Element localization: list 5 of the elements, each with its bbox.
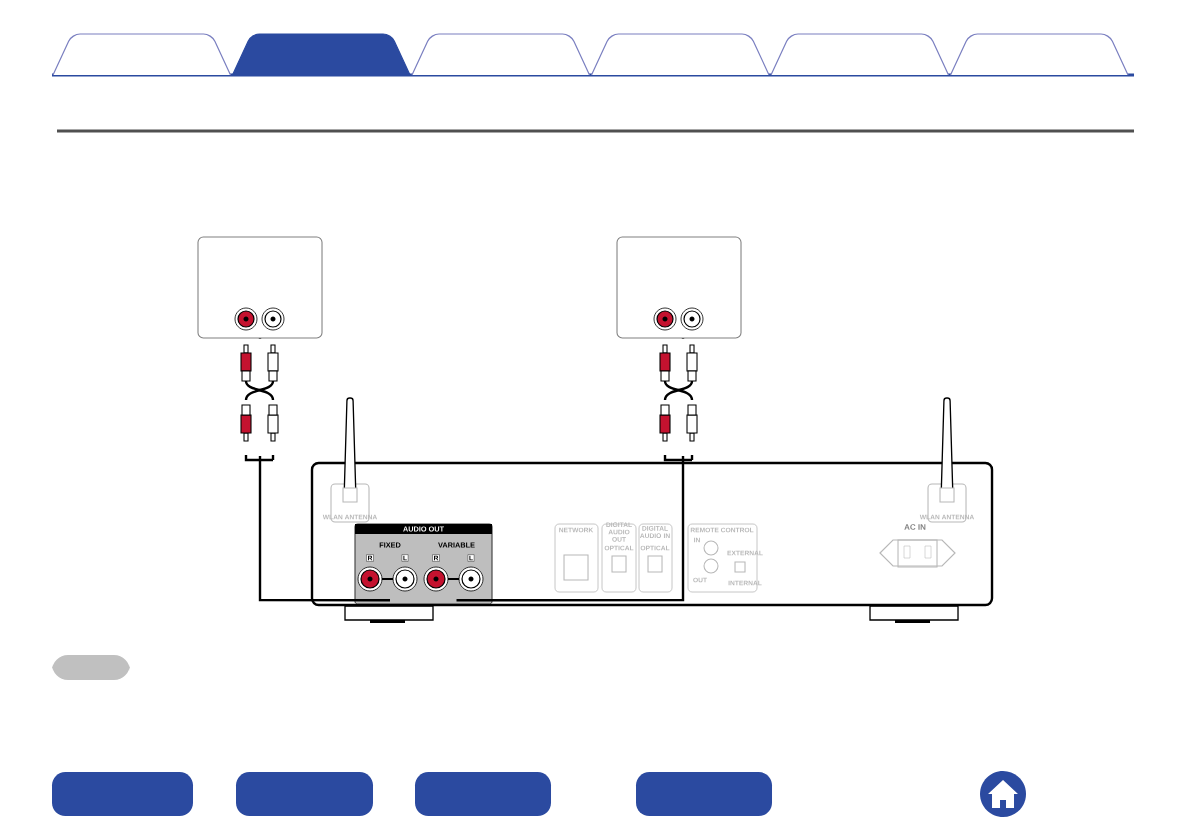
- device-drawing: [197, 236, 323, 339]
- panel-label: AC IN: [904, 524, 926, 530]
- note-badge: [52, 655, 130, 681]
- rear-panel-drawing: [310, 397, 994, 623]
- device-drawing: [616, 236, 742, 339]
